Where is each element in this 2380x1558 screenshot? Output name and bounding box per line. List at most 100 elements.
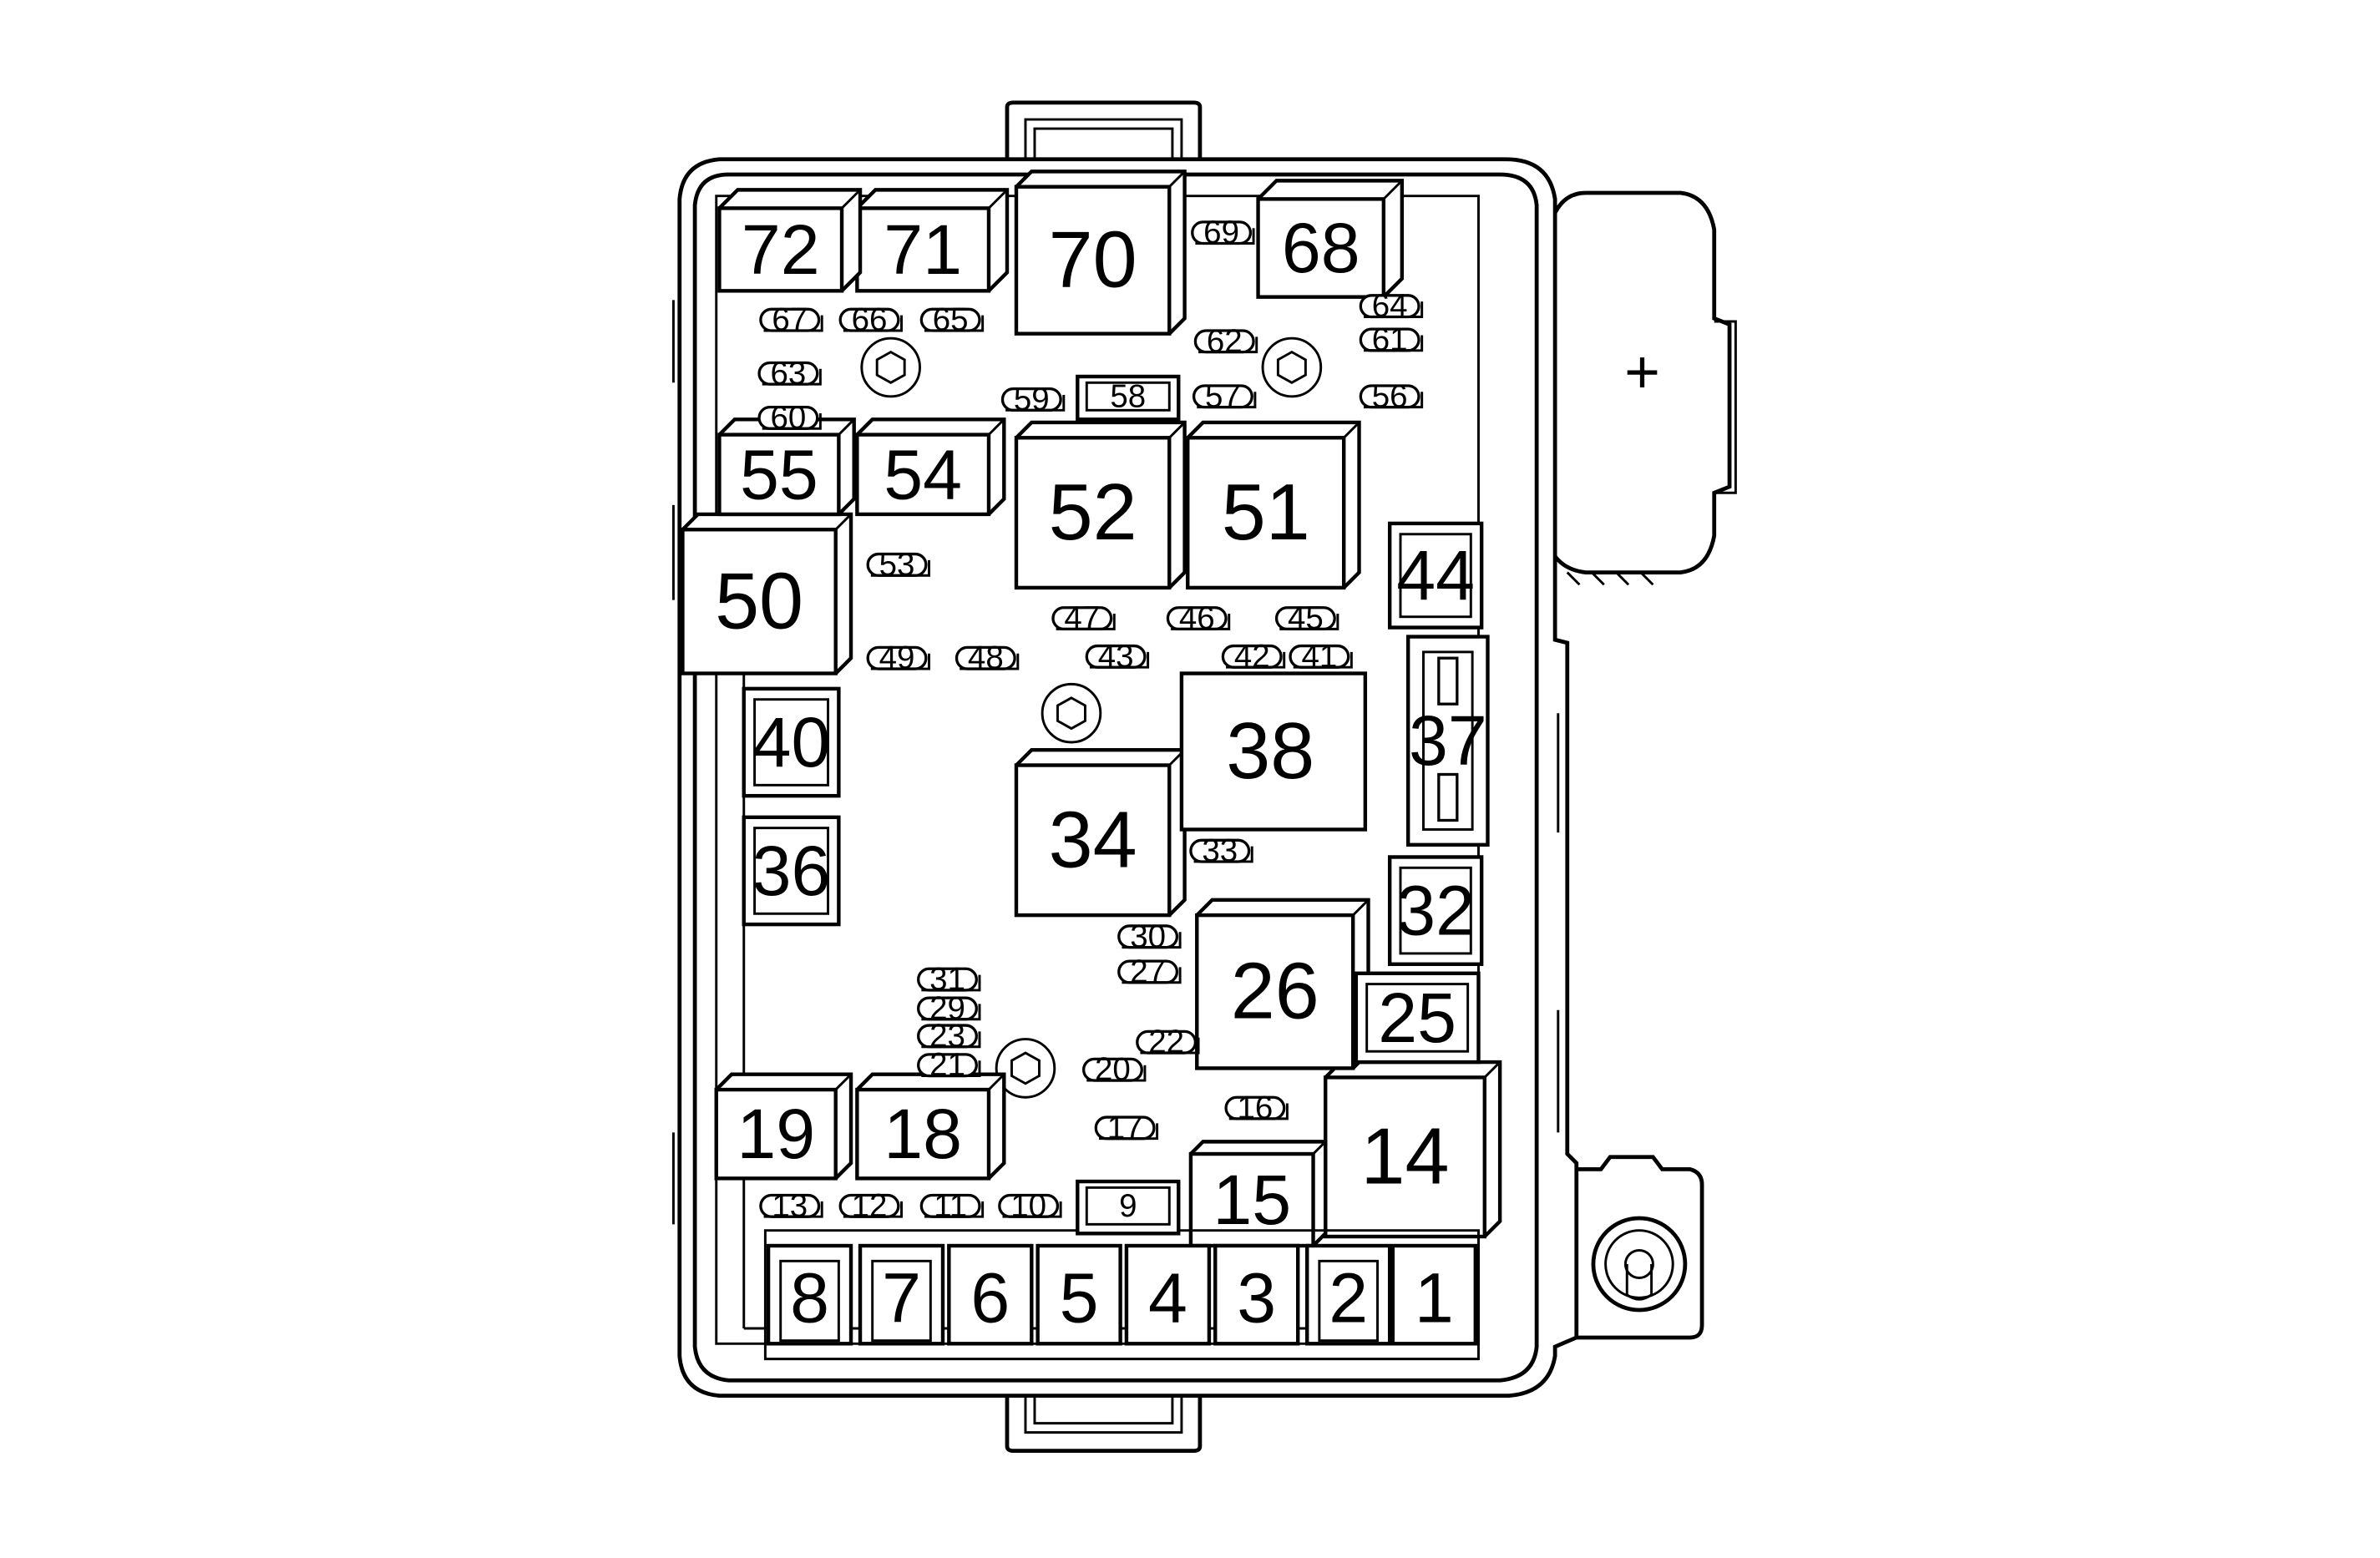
mini-fuse-46[interactable]: 46 bbox=[1166, 600, 1231, 636]
relay-52[interactable]: 52 bbox=[1014, 420, 1187, 590]
relay-18[interactable]: 18 bbox=[855, 1072, 1006, 1181]
label-55: 55 bbox=[740, 435, 818, 513]
label-8: 8 bbox=[790, 1258, 829, 1337]
label-21: 21 bbox=[929, 1047, 965, 1083]
mini-fuse-63[interactable]: 63 bbox=[757, 356, 822, 392]
mini-fuse-17[interactable]: 17 bbox=[1094, 1110, 1159, 1146]
relay-50[interactable]: 50 bbox=[681, 512, 853, 675]
mini-fuse-9[interactable]: 9 bbox=[1076, 1179, 1181, 1236]
mini-fuse-65[interactable]: 65 bbox=[919, 302, 985, 338]
cartridge-fuse-2[interactable]: 2 bbox=[1305, 1243, 1392, 1346]
label-33: 33 bbox=[1202, 833, 1238, 869]
mini-fuse-29[interactable]: 29 bbox=[917, 990, 981, 1026]
mini-fuse-53[interactable]: 53 bbox=[866, 547, 930, 583]
mini-fuse-56[interactable]: 56 bbox=[1359, 378, 1424, 414]
label-54: 54 bbox=[884, 435, 962, 513]
mini-fuse-12[interactable]: 12 bbox=[838, 1188, 903, 1224]
mini-fuse-64[interactable]: 64 bbox=[1359, 288, 1424, 324]
label-58: 58 bbox=[1110, 378, 1146, 414]
mini-fuse-13[interactable]: 13 bbox=[759, 1188, 823, 1224]
label-70: 70 bbox=[1049, 216, 1137, 305]
label-25: 25 bbox=[1378, 979, 1456, 1057]
mini-fuse-45[interactable]: 45 bbox=[1274, 600, 1339, 636]
mini-fuse-66[interactable]: 66 bbox=[838, 302, 903, 338]
mini-fuse-27[interactable]: 27 bbox=[1117, 954, 1182, 989]
mini-fuse-41[interactable]: 41 bbox=[1289, 639, 1353, 675]
relay-34[interactable]: 34 bbox=[1014, 747, 1187, 918]
label-6: 6 bbox=[970, 1258, 1010, 1337]
mini-fuse-69[interactable]: 69 bbox=[1191, 215, 1255, 250]
module-37[interactable]: 37 bbox=[1405, 635, 1490, 847]
mini-fuse-47[interactable]: 47 bbox=[1051, 600, 1116, 636]
hex-nut-3 bbox=[1041, 682, 1102, 744]
label-69: 69 bbox=[1203, 215, 1239, 250]
label-13: 13 bbox=[772, 1188, 808, 1224]
mini-fuse-61[interactable]: 61 bbox=[1359, 321, 1424, 357]
mini-fuse-59[interactable]: 59 bbox=[1000, 382, 1066, 417]
module-36[interactable]: 36 bbox=[742, 815, 841, 927]
label-20: 20 bbox=[1095, 1052, 1131, 1088]
cartridge-fuse-6[interactable]: 6 bbox=[947, 1243, 1034, 1346]
mini-fuse-10[interactable]: 10 bbox=[998, 1188, 1062, 1224]
label-72: 72 bbox=[742, 210, 820, 289]
label-34: 34 bbox=[1049, 796, 1137, 884]
label-48: 48 bbox=[968, 640, 1004, 676]
mini-fuse-48[interactable]: 48 bbox=[955, 640, 1020, 676]
mini-fuse-21[interactable]: 21 bbox=[917, 1047, 981, 1083]
relay-38[interactable]: 38 bbox=[1179, 671, 1368, 832]
relay-55[interactable]: 55 bbox=[717, 417, 856, 517]
mini-fuse-11[interactable]: 11 bbox=[919, 1188, 985, 1224]
label-15: 15 bbox=[1213, 1161, 1291, 1239]
relay-72[interactable]: 72 bbox=[717, 188, 863, 293]
mini-fuse-67[interactable]: 67 bbox=[759, 302, 823, 338]
mini-fuse-16[interactable]: 16 bbox=[1224, 1090, 1289, 1126]
label-49: 49 bbox=[879, 640, 915, 676]
mini-fuse-43[interactable]: 43 bbox=[1085, 639, 1150, 675]
module-40[interactable]: 40 bbox=[742, 686, 841, 798]
relay-71[interactable]: 71 bbox=[855, 188, 1010, 293]
mini-fuse-58[interactable]: 58 bbox=[1076, 374, 1181, 422]
mini-fuse-22[interactable]: 22 bbox=[1136, 1024, 1200, 1060]
label-57: 57 bbox=[1205, 378, 1241, 414]
cartridge-fuse-8[interactable]: 8 bbox=[766, 1243, 853, 1346]
mini-fuse-49[interactable]: 49 bbox=[866, 640, 930, 676]
cartridge-fuse-7[interactable]: 7 bbox=[858, 1243, 945, 1346]
mini-fuse-42[interactable]: 42 bbox=[1221, 639, 1286, 675]
cartridge-fuse-5[interactable]: 5 bbox=[1036, 1243, 1122, 1346]
label-36: 36 bbox=[752, 832, 831, 910]
cartridge-fuse-1[interactable]: 1 bbox=[1390, 1243, 1478, 1346]
module-25[interactable]: 25 bbox=[1354, 971, 1481, 1065]
label-61: 61 bbox=[1372, 321, 1408, 357]
mini-fuse-20[interactable]: 20 bbox=[1081, 1052, 1147, 1088]
cartridge-fuse-4[interactable]: 4 bbox=[1124, 1243, 1212, 1346]
label-3: 3 bbox=[1237, 1258, 1276, 1337]
relay-14[interactable]: 14 bbox=[1324, 1060, 1502, 1239]
relay-19[interactable]: 19 bbox=[714, 1072, 853, 1181]
label-2: 2 bbox=[1329, 1258, 1368, 1337]
cartridge-fuse-3[interactable]: 3 bbox=[1213, 1243, 1300, 1346]
mini-fuse-23[interactable]: 23 bbox=[917, 1018, 981, 1054]
label-1: 1 bbox=[1415, 1258, 1454, 1337]
relay-54[interactable]: 54 bbox=[855, 417, 1006, 517]
mini-fuse-62[interactable]: 62 bbox=[1193, 323, 1258, 359]
module-32[interactable]: 32 bbox=[1387, 855, 1484, 966]
mini-fuse-31[interactable]: 31 bbox=[917, 962, 981, 998]
label-46: 46 bbox=[1179, 600, 1215, 636]
relay-26[interactable]: 26 bbox=[1195, 898, 1370, 1070]
label-18: 18 bbox=[884, 1095, 962, 1173]
mini-fuse-60[interactable]: 60 bbox=[757, 400, 822, 436]
label-50: 50 bbox=[715, 557, 803, 645]
mini-fuse-33[interactable]: 33 bbox=[1189, 833, 1253, 869]
relay-51[interactable]: 51 bbox=[1186, 420, 1361, 590]
positive-symbol: + bbox=[1624, 337, 1660, 406]
mini-fuse-30[interactable]: 30 bbox=[1117, 918, 1182, 954]
label-9: 9 bbox=[1119, 1188, 1137, 1224]
module-44[interactable]: 44 bbox=[1387, 521, 1484, 630]
relay-70[interactable]: 70 bbox=[1014, 169, 1187, 336]
mini-fuse-57[interactable]: 57 bbox=[1192, 378, 1257, 414]
positive-terminal-cover: + bbox=[1547, 190, 1737, 586]
label-44: 44 bbox=[1396, 536, 1475, 615]
label-43: 43 bbox=[1098, 639, 1134, 675]
label-29: 29 bbox=[929, 990, 965, 1026]
relay-68[interactable]: 68 bbox=[1256, 179, 1405, 299]
